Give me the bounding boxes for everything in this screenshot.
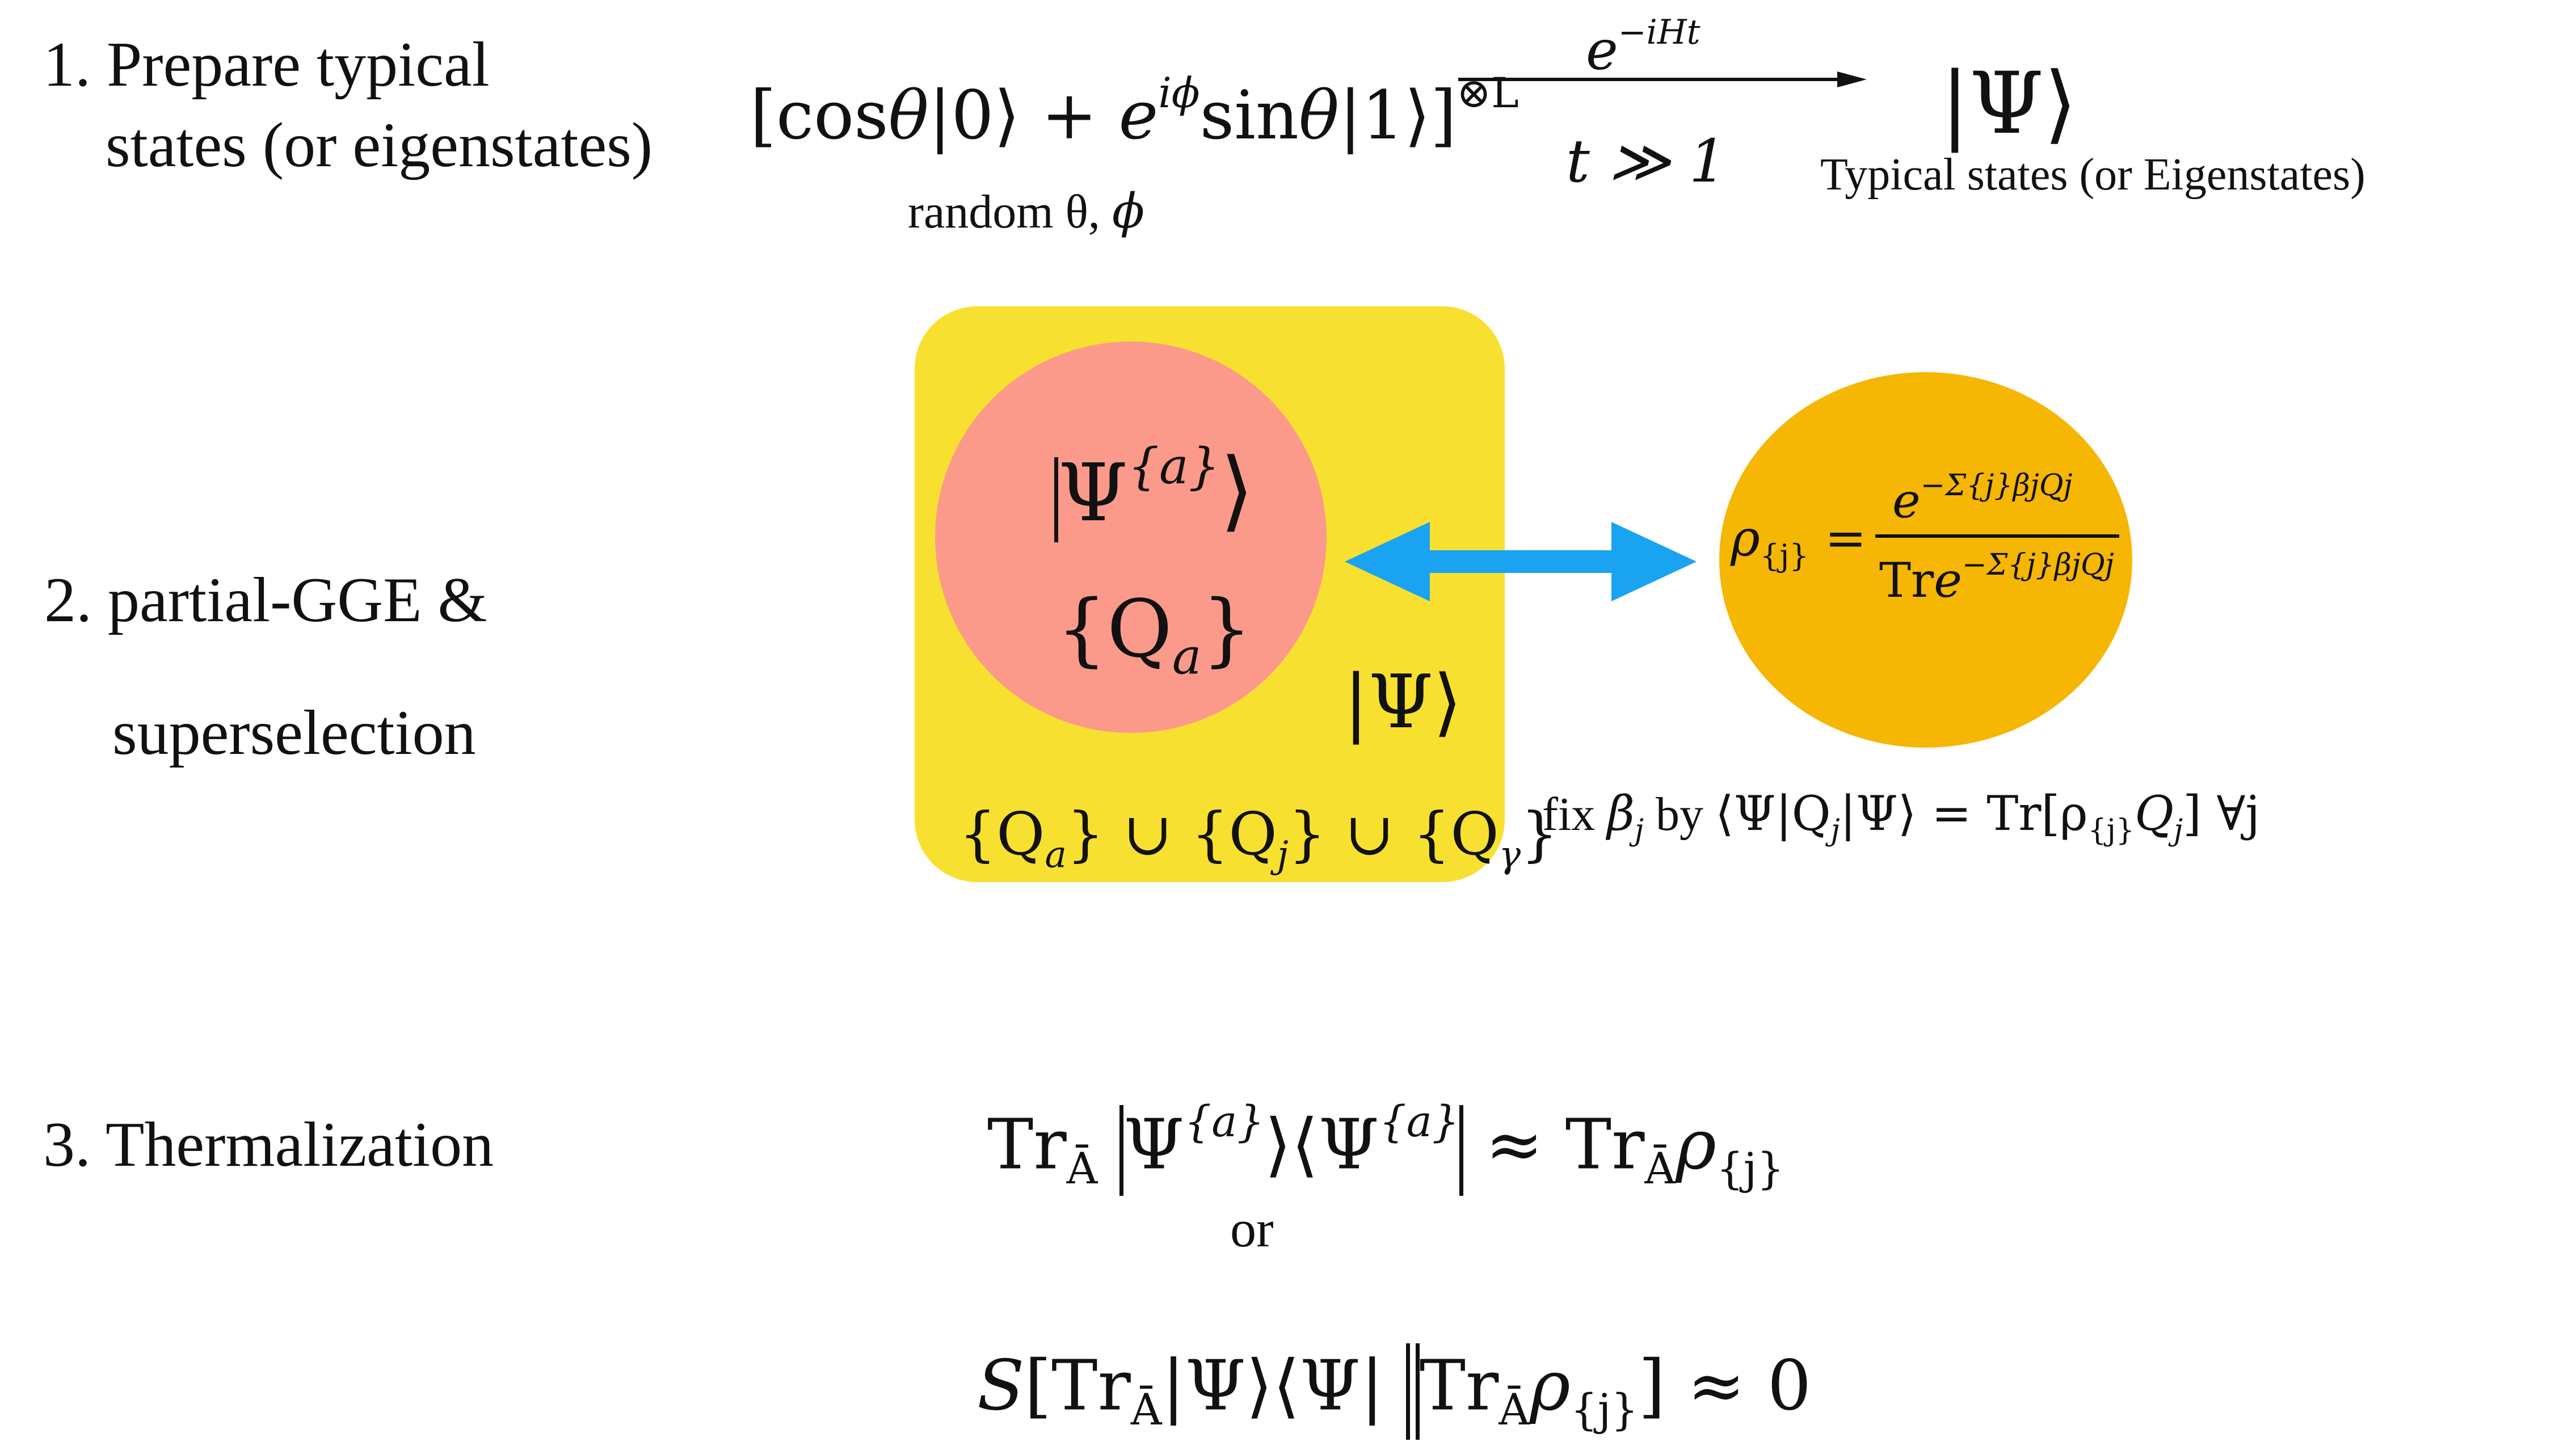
gge-numerator: e−Σ{j}βjQj bbox=[1892, 469, 2073, 529]
step1-heading-line2: states (or eigenstates) bbox=[106, 110, 653, 180]
double-headed-arrow bbox=[1345, 522, 1697, 601]
gge-circle bbox=[1719, 372, 2132, 748]
random-angles-label: random θ, ϕ bbox=[908, 183, 1145, 239]
fraction-bar bbox=[1875, 534, 2119, 538]
long-time-condition: t ≫ 1 bbox=[1566, 127, 1727, 196]
step2-heading-line2: superselection bbox=[112, 698, 476, 768]
relative-entropy-formula: S[TrĀ|Ψ⟩⟨Ψ| TrĀρ{j}] ≈ 0 bbox=[977, 1343, 1811, 1440]
product-state-formula: [cosθ|0⟩ + eiϕsinθ|1⟩]⊗L bbox=[750, 69, 1519, 154]
step3-heading: 3. Thermalization bbox=[43, 1110, 494, 1180]
gge-denominator: Tre−Σ{j}βjQj bbox=[1879, 548, 2114, 609]
step1-heading-line1: 1. Prepare typical bbox=[43, 29, 490, 100]
subsystem-circle bbox=[935, 342, 1327, 733]
subsystem-state-ket: Ψ{a}⟩ bbox=[1054, 442, 1254, 542]
typical-state-caption: Typical states (or Eigenstates) bbox=[1820, 150, 2365, 200]
step2-heading-line1: 2. partial-GGE & bbox=[44, 565, 487, 635]
partial-gge-density-matrix: ρ{j} = e−Σ{j}βjQj Tre−Σ{j}βjQj bbox=[1731, 454, 2122, 613]
or-connector: or bbox=[1230, 1200, 1274, 1258]
typical-state-ket: |Ψ⟩ bbox=[1941, 54, 2077, 153]
thermalization-formula: TrĀ Ψ{a}⟩⟨Ψ{a} ≈ TrĀρ{j} bbox=[987, 1100, 1784, 1196]
full-state-ket: |Ψ⟩ bbox=[1344, 659, 1462, 745]
beta-fixing-condition: fix βj by ⟨Ψ|Qj|Ψ⟩ = Tr[ρ{j}Qj] ∀j bbox=[1542, 786, 2261, 848]
time-evolution-arrow bbox=[1458, 71, 1867, 87]
charge-union: {Qa} ∪ {Qj} ∪ {Qγ} bbox=[959, 799, 1559, 876]
evolution-operator: e−iHt bbox=[1586, 13, 1701, 82]
subsystem-charges: {Qa} bbox=[1057, 583, 1252, 686]
